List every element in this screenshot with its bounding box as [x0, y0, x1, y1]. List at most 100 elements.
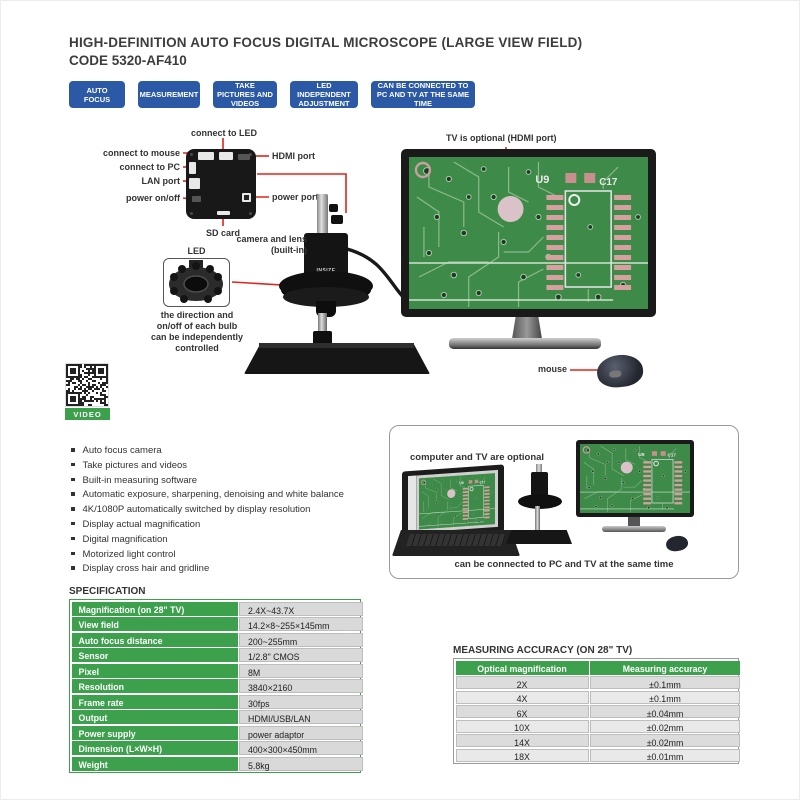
power-port: [242, 193, 251, 202]
qr-code: [65, 363, 109, 407]
feature-text: Automatic exposure, sharpening, denoisin…: [82, 489, 344, 501]
spec-value: HDMI/USB/LAN: [239, 710, 363, 724]
feature-text: Motorized light control: [82, 548, 176, 560]
tv-stand-neck: [512, 317, 542, 339]
laptop-screen: [402, 464, 504, 540]
lan-port: [189, 178, 200, 189]
mini-monitor-neck: [628, 517, 640, 527]
inset-caption: can be connected to PC and TV at the sam…: [454, 559, 674, 570]
feature-badge-0: AUTO FOCUS: [69, 81, 125, 108]
feature-item: Display cross hair and gridline: [69, 563, 399, 575]
label-power-port: power port: [272, 192, 319, 202]
feature-badge-2: TAKE PICTURES AND VIDEOS: [213, 81, 277, 108]
bullet-icon: [71, 477, 75, 482]
label-mouse: mouse: [537, 364, 567, 374]
tv-stand-base: [449, 338, 601, 349]
spec-value: 1/2.8" CMOS: [239, 648, 363, 662]
accuracy-cell: 6X: [455, 705, 589, 719]
bullet-icon: [71, 536, 75, 541]
label-camera-lens: camera and lens (built-in): [236, 234, 307, 255]
accuracy-title: MEASURING ACCURACY (ON 28" TV): [453, 645, 633, 656]
stand-knob: [313, 331, 332, 346]
title-line-1: HIGH-DEFINITION AUTO FOCUS DIGITAL MICRO…: [69, 35, 583, 50]
spec-label: Pixel: [71, 663, 238, 678]
feature-item: Built-in measuring software: [69, 475, 399, 487]
bullet-icon: [71, 492, 75, 496]
bullet-icon: [71, 448, 75, 452]
label-connect-to-pc: connect to PC: [119, 162, 180, 172]
label-hdmi-port: HDMI port: [272, 151, 315, 161]
label-power-on-off: power on/off: [126, 193, 180, 203]
spec-label: Auto focus distance: [71, 632, 238, 647]
label-tv-optional: TV is optional (HDMI port): [446, 133, 557, 143]
laptop-keyboard: [406, 534, 506, 546]
led-ring-underside: [169, 260, 223, 303]
video-banner: VIDEO: [65, 408, 110, 420]
feature-item: Display actual magnification: [69, 519, 399, 531]
feature-item: Take pictures and videos: [69, 460, 399, 472]
inset-title: computer and TV are optional: [410, 452, 545, 463]
bullet-icon: [71, 521, 75, 526]
feature-item: Digital magnification: [69, 534, 399, 546]
spec-value: 3840×2160: [239, 679, 363, 693]
spec-label: Weight: [71, 756, 238, 771]
cable-plug-1: [329, 204, 338, 212]
stand-pole: [318, 313, 327, 347]
accuracy-cell: 4X: [455, 690, 589, 704]
accuracy-cell: 10X: [455, 719, 589, 733]
accuracy-cell: 14X: [455, 734, 589, 748]
spec-value: 30fps: [239, 694, 363, 709]
label-connect-to-mouse: connect to mouse: [102, 148, 180, 158]
mini-scope-ring: [518, 494, 562, 509]
specification-title: SPECIFICATION: [69, 586, 146, 597]
spec-value: 5.8kg: [239, 756, 363, 771]
mini-monitor-base: [602, 526, 666, 532]
mini-scope-base: [506, 530, 572, 544]
accuracy-header: Measuring accuracy: [590, 660, 740, 675]
stand-base-top: [259, 343, 414, 348]
feature-text: Display cross hair and gridline: [82, 563, 210, 575]
accuracy-cell: 2X: [455, 676, 589, 690]
accuracy-cell: ±0.02mm: [590, 719, 740, 733]
feature-text: 4K/1080P automatically switched by displ…: [82, 504, 311, 516]
cable-plug-2: [331, 215, 343, 224]
led-connector-rod: [317, 194, 328, 236]
spec-value: 8M: [239, 663, 363, 678]
bullet-icon: [71, 507, 75, 511]
label-sd-card: SD card: [205, 228, 240, 238]
sd-card-slot: [217, 211, 230, 215]
mini-scope-camera: [531, 472, 548, 496]
accuracy-cell: ±0.1mm: [590, 690, 740, 704]
spec-label: Output: [71, 710, 238, 724]
feature-text: Auto focus camera: [82, 445, 162, 456]
page-title: HIGH-DEFINITION AUTO FOCUS DIGITAL MICRO…: [69, 35, 749, 68]
mouse-port: [198, 152, 214, 160]
led-ring-teeth: [283, 287, 369, 307]
led-caption: the direction and on/off of each bulb ca…: [150, 310, 244, 353]
feature-item: 4K/1080P automatically switched by displ…: [69, 504, 399, 516]
title-line-2: CODE 5320-AF410: [69, 53, 187, 68]
tv-screen: [409, 157, 648, 309]
feature-text: Display actual magnification: [82, 518, 201, 530]
mouse: [595, 352, 645, 390]
mini-scope-pole: [535, 506, 540, 532]
feature-text: Take pictures and videos: [82, 459, 188, 471]
mini-mouse: [665, 534, 689, 553]
mini-monitor: [576, 440, 694, 517]
spec-label: Magnification (on 28" TV): [71, 601, 238, 616]
pc-port: [189, 162, 196, 174]
spec-label: Frame rate: [71, 694, 238, 709]
bullet-icon: [71, 551, 75, 556]
led-port: [219, 152, 233, 160]
accuracy-cell: 18X: [455, 748, 589, 762]
bullet-icon: [71, 566, 75, 570]
label-led: LED: [187, 246, 206, 256]
feature-text: Digital magnification: [82, 533, 168, 545]
spec-label: Dimension (L×W×H): [71, 741, 238, 755]
accuracy-header: Optical magnification: [455, 660, 589, 675]
feature-item: Auto focus camera: [69, 445, 399, 457]
spec-value: 2.4X~43.7X: [239, 601, 363, 616]
